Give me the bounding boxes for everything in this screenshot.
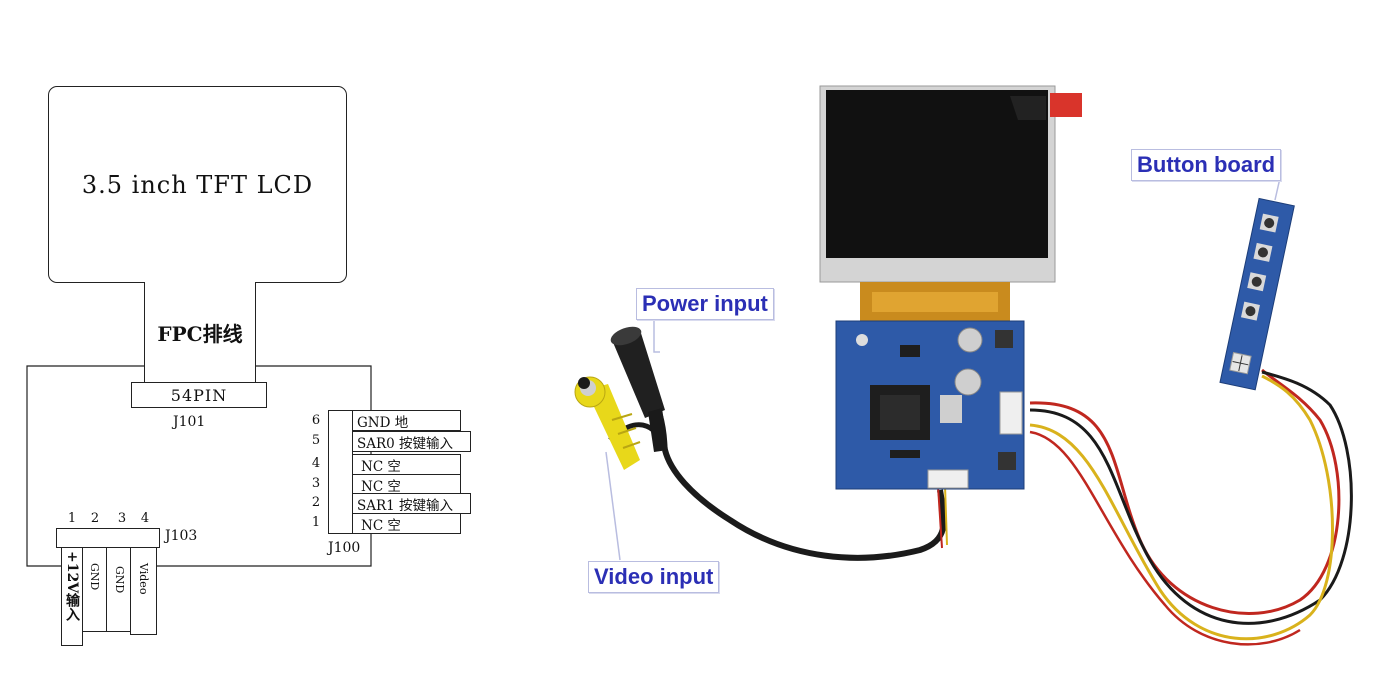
j100-pin-number: 3 bbox=[311, 476, 321, 491]
j100-label: J100 bbox=[328, 540, 361, 556]
j103-pin-label: Video bbox=[137, 563, 150, 595]
j100-pin-label: SAR1 按键输入 bbox=[357, 497, 454, 514]
button-board-label: Button board bbox=[1137, 152, 1276, 177]
j101-label: J101 bbox=[173, 414, 206, 430]
product-photo bbox=[574, 85, 1353, 646]
j100-pin-number: 6 bbox=[311, 413, 321, 428]
j103-pin-box bbox=[130, 547, 157, 635]
j103-pin-number: 1 bbox=[67, 511, 77, 526]
connector-54pin: 54PIN bbox=[131, 382, 267, 408]
fpc-label: FPC排线 bbox=[157, 321, 243, 346]
button-board-pcb bbox=[1219, 197, 1295, 391]
j100-connector-body bbox=[328, 410, 353, 534]
j100-pin-row: SAR1 按键输入 bbox=[352, 493, 471, 514]
lcd-panel-photo bbox=[819, 85, 1082, 322]
j100-pin-number: 1 bbox=[311, 515, 321, 530]
board-outline bbox=[26, 365, 372, 567]
j100-pin-row: GND 地 bbox=[352, 410, 461, 431]
j103-pin-label: GND bbox=[113, 566, 126, 594]
j100-pin-label: SAR0 按键输入 bbox=[357, 435, 454, 452]
j103-label: J103 bbox=[165, 528, 198, 544]
j100-pin-number: 5 bbox=[311, 433, 321, 448]
power-dc-jack bbox=[610, 326, 668, 452]
j100-pin-row: SAR0 按键输入 bbox=[352, 431, 471, 452]
j100-pin-label: NC 空 bbox=[361, 458, 401, 475]
power-input-label: Power input bbox=[642, 291, 768, 316]
j100-pin-label: GND 地 bbox=[357, 414, 409, 431]
j103-pin-number: 2 bbox=[90, 511, 100, 526]
j100-pin-number: 2 bbox=[311, 495, 321, 510]
button-cable-black bbox=[1029, 370, 1353, 625]
power-input-callout: Power input bbox=[636, 288, 774, 320]
j100-pin-label: NC 空 bbox=[361, 517, 401, 534]
video-input-callout: Video input bbox=[588, 561, 720, 593]
button-board-pointer bbox=[1274, 177, 1281, 201]
button-cable-yellow bbox=[1029, 374, 1334, 641]
button-cable-red bbox=[1029, 368, 1341, 615]
j103-pin-label: GND bbox=[88, 563, 101, 591]
video-input-label: Video input bbox=[594, 564, 714, 589]
fpc-cable-block: FPC排线 bbox=[144, 282, 256, 383]
lcd-panel-block: 3.5 inch TFT LCD bbox=[48, 86, 347, 283]
j100-pin-row: NC 空 bbox=[352, 474, 461, 495]
j103-pin-number: 3 bbox=[117, 511, 127, 526]
j100-pin-row: NC 空 bbox=[352, 454, 461, 475]
lcd-label: 3.5 inch TFT LCD bbox=[81, 170, 314, 199]
video-input-pointer bbox=[605, 451, 621, 561]
j100-pin-number: 4 bbox=[311, 456, 321, 471]
rca-video-plug bbox=[574, 376, 641, 470]
j103-pin-number: 4 bbox=[140, 511, 150, 526]
j100-pin-row: NC 空 bbox=[352, 513, 461, 534]
driver-board-pcb bbox=[835, 320, 1025, 490]
button-cable-red-2 bbox=[1029, 430, 1301, 646]
j103-connector-body bbox=[56, 528, 160, 548]
power-input-pointer bbox=[653, 320, 660, 353]
j100-pin-label: NC 空 bbox=[361, 478, 401, 495]
button-board-callout: Button board bbox=[1131, 149, 1282, 181]
connector-54pin-label: 54PIN bbox=[170, 385, 228, 405]
j103-pin-label: +12V输入 bbox=[64, 551, 80, 622]
